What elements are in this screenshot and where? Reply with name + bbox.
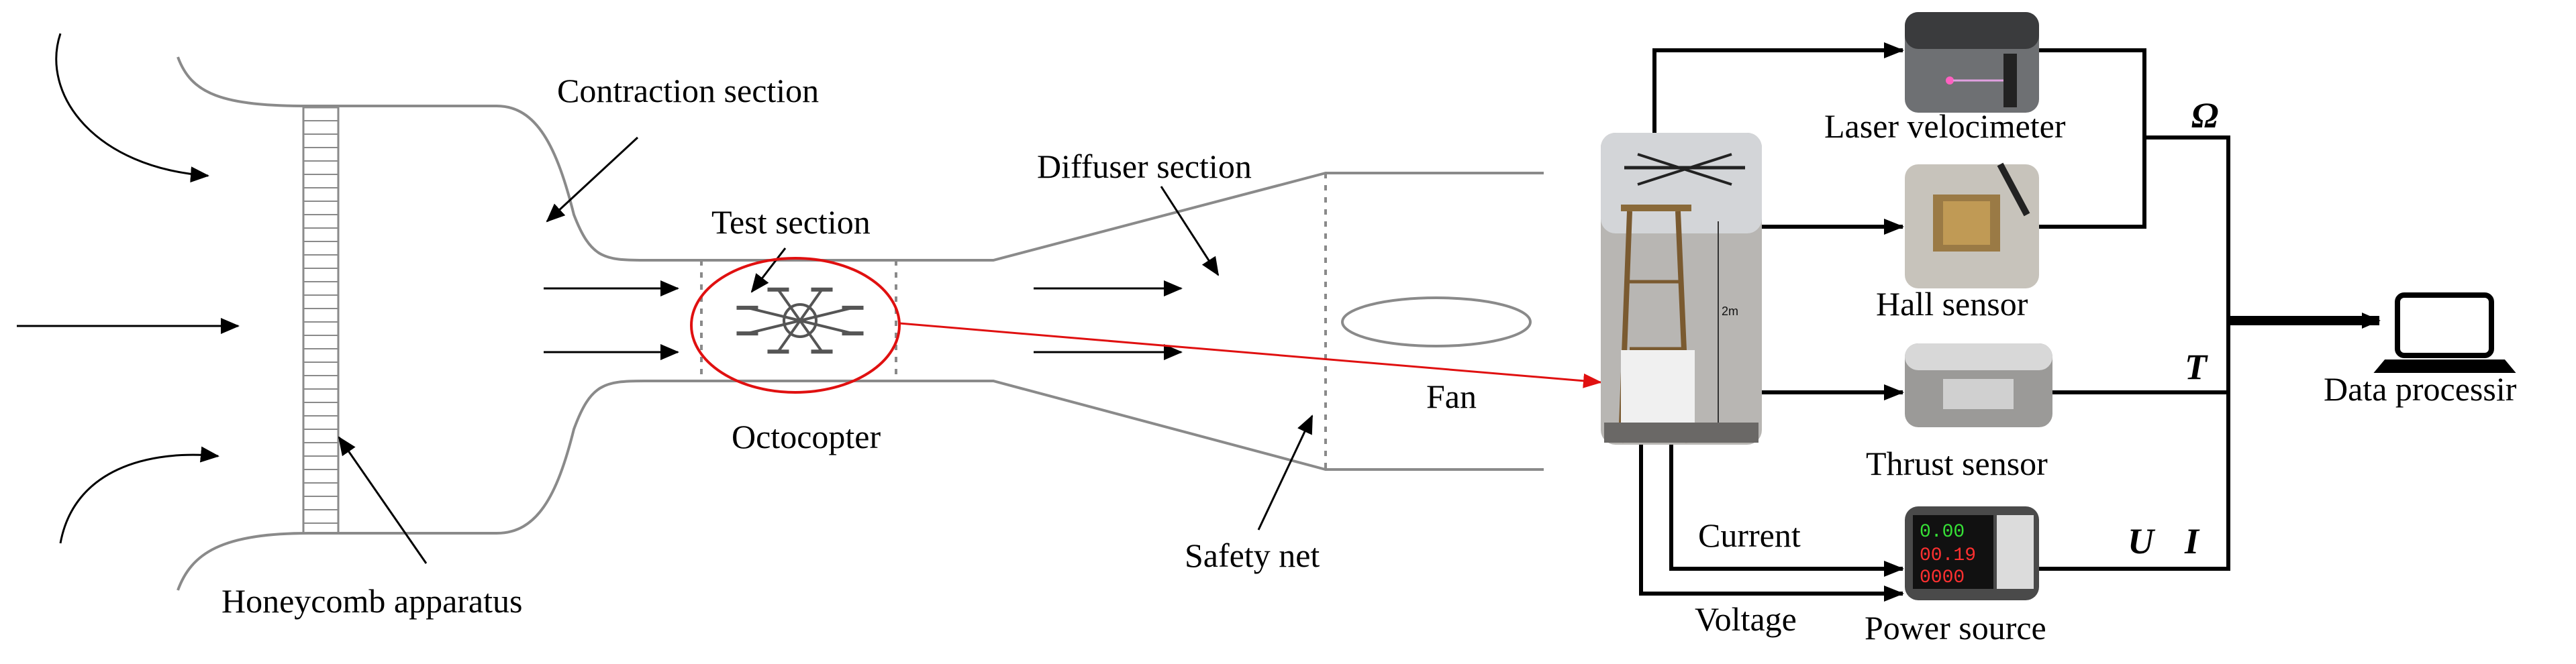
- height-mark: 2m: [1722, 305, 1738, 318]
- tunnel-top-wall: [177, 56, 1544, 262]
- hall-sensor-photo: [1905, 162, 2039, 288]
- swirl-arrow-top: [55, 33, 209, 183]
- label-safety-net: Safety net: [1185, 537, 1320, 574]
- line-current: [1669, 445, 1904, 577]
- power-readout-1: 0.00: [1920, 522, 1965, 543]
- red-link-arrow: [899, 322, 1602, 388]
- label-thrust-sensor: Thrust sensor: [1866, 445, 2048, 482]
- thrust-sensor-photo: [1905, 343, 2052, 427]
- label-hall-sensor: Hall sensor: [1876, 285, 2028, 323]
- laptop-icon: [2373, 292, 2516, 373]
- octocopter-highlight: [690, 257, 901, 394]
- power-source-photo: 0.00 00.19 0000: [1905, 506, 2039, 600]
- tunnel-bottom-wall: [177, 380, 1544, 591]
- fan-icon: [1341, 296, 1532, 347]
- leader-test: [750, 247, 787, 293]
- honeycomb-apparatus: [302, 106, 340, 535]
- label-data-processing: Data processir: [2324, 370, 2517, 408]
- swirl-arrow-bottom: [59, 446, 219, 544]
- label-honeycomb: Honeycomb apparatus: [221, 582, 522, 620]
- laser-velocimeter-photo: [1905, 12, 2039, 113]
- omega-symbol: Ω: [2191, 95, 2218, 135]
- leader-diffuser: [1160, 186, 1220, 276]
- leader-safety-net: [1257, 414, 1314, 531]
- octocopter-arm: [746, 306, 801, 322]
- label-power-source: Power source: [1865, 609, 2046, 647]
- power-readout-2: 00.19: [1920, 545, 1976, 566]
- octocopter-arm: [799, 288, 824, 322]
- current-symbol: I: [2184, 521, 2200, 561]
- label-diffuser: Diffuser section: [1037, 148, 1252, 185]
- octocopter-arm: [799, 319, 854, 335]
- voltage-symbol: U: [2128, 521, 2156, 561]
- thrust-symbol: T: [2185, 347, 2208, 387]
- test-rig-photo: 2m: [1601, 133, 1762, 445]
- octocopter-arm: [777, 288, 801, 322]
- octocopter-arm: [777, 319, 801, 353]
- label-contraction: Contraction section: [557, 72, 819, 109]
- octocopter-arm: [799, 306, 854, 322]
- label-test-section: Test section: [711, 203, 871, 241]
- line-to-laser: [1652, 42, 1904, 133]
- octocopter-icon: [736, 287, 864, 354]
- label-current: Current: [1698, 516, 1801, 554]
- label-voltage: Voltage: [1695, 600, 1797, 638]
- leader-honeycomb: [338, 436, 428, 564]
- octocopter-arm: [746, 319, 801, 335]
- signal-lines: [1639, 42, 2230, 602]
- label-octocopter: Octocopter: [732, 418, 881, 455]
- leader-contraction: [546, 136, 639, 223]
- line-bus: [2039, 135, 2230, 571]
- label-fan: Fan: [1426, 378, 1477, 415]
- line-voltage: [1639, 445, 1904, 602]
- power-readout-3: 0000: [1920, 567, 1965, 588]
- wind-tunnel: [177, 56, 1544, 591]
- label-laser-velocimeter: Laser velocimeter: [1824, 107, 2066, 145]
- inlet-flow: [17, 33, 1314, 564]
- octocopter-arm: [799, 319, 824, 353]
